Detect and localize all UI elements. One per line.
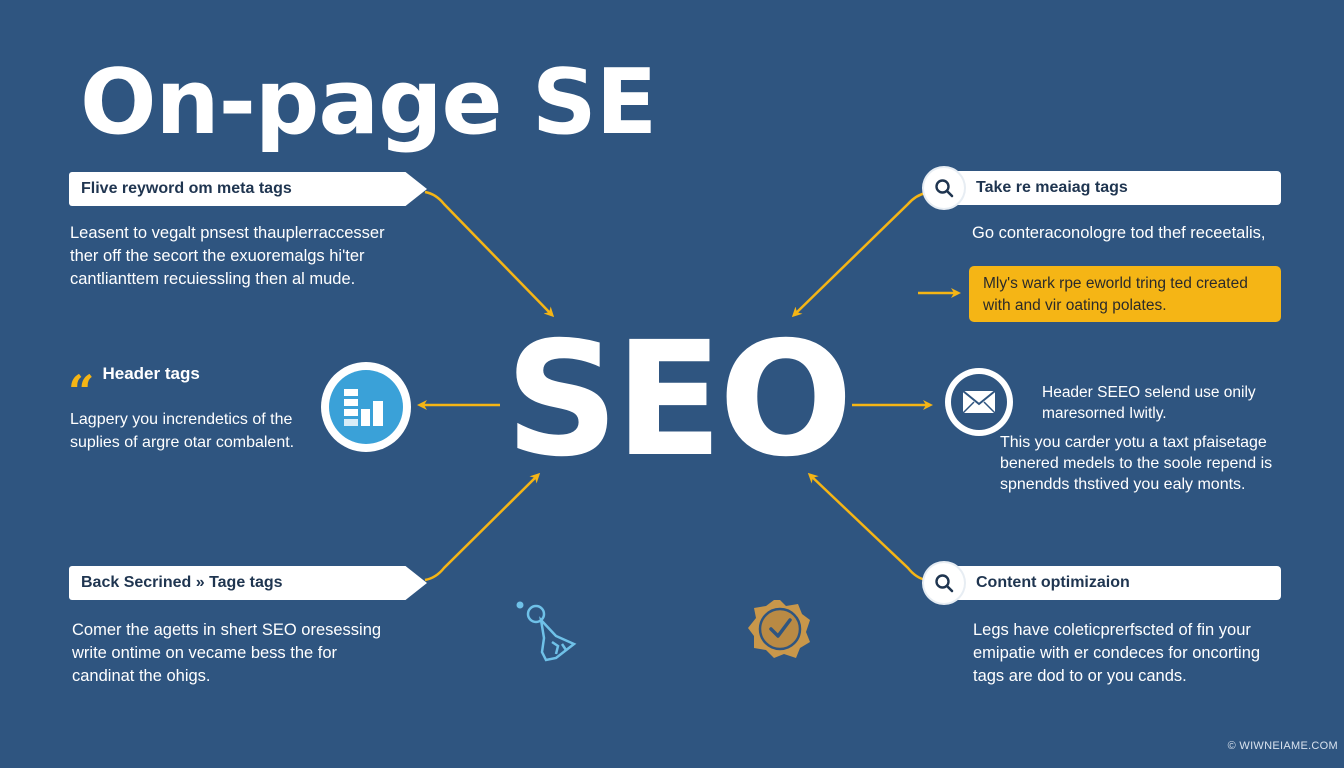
text-line: benered medels to the soole repend is (1000, 455, 1273, 472)
highlight-callout: Mly's wark rpe eworld tring ted created … (969, 266, 1281, 322)
text-line: candinat the ohigs. (72, 667, 211, 685)
quote-icon: “ (68, 365, 95, 419)
text-line: suplies of argre otar combalent. (70, 434, 295, 451)
clock-check-icon (748, 598, 812, 665)
tage-tags-label: Back Secrined » Tage tags (69, 566, 427, 600)
header-tags-heading: “ Header tags (68, 362, 200, 419)
center-seo-label: SEO (505, 308, 853, 492)
text-line: Mly's wark rpe eworld tring ted created (983, 275, 1248, 292)
text-line: cantlianttem recuiessling then al mude. (70, 270, 356, 288)
text-line: write ontime on vecame bess the for (72, 644, 338, 662)
text-line: spnendds thstived you ealy monts. (1000, 476, 1246, 493)
content-optimization-label-text: Content optimizaion (976, 574, 1130, 591)
text-line: emipatie with er condeces for oncorting (973, 644, 1261, 662)
tage-tags-description: Comer the agetts in shert SEO oresessing… (72, 619, 432, 688)
text-line: ther off the secort the exuoremalgs hi't… (70, 247, 365, 265)
page-title: On-page SE (80, 50, 657, 155)
content-optimization-description: Legs have coleticprerfscted of fin your … (973, 619, 1293, 688)
text-line: tags are dod to or you cands. (973, 667, 1187, 685)
text-line: Leasent to vegalt pnsest thauplerraccess… (70, 224, 385, 242)
content-optimization-label: Content optimizaion (930, 566, 1281, 600)
meaiag-tags-label: Take re meaiag tags (930, 171, 1281, 205)
meaiag-tags-label-text: Take re meaiag tags (976, 179, 1128, 196)
meta-tags-label: Flive reyword om meta tags (69, 172, 427, 206)
search-icon (924, 563, 964, 603)
text-line: Comer the agetts in shert SEO oresessing (72, 621, 382, 639)
text-line: with and vir oating polates. (983, 297, 1167, 314)
text-line: Legs have coleticprerfscted of fin your (973, 621, 1251, 639)
text-line: Header SEEO selend use onily (1042, 384, 1256, 401)
header-tags-heading-text: Header tags (102, 364, 200, 383)
text-line: maresorned Iwitly. (1042, 405, 1167, 422)
text-line: Lagpery you increndetics of the (70, 411, 293, 428)
text-line: This you carder yotu a taxt pfaisetage (1000, 434, 1267, 451)
meta-tags-label-text: Flive reyword om meta tags (81, 180, 292, 197)
tage-tags-label-text: Back Secrined » Tage tags (81, 574, 283, 591)
header-tags-description: Lagpery you increndetics of the suplies … (70, 408, 330, 454)
bar-chart-icon (321, 362, 411, 452)
meaiag-tags-description: Go conteraconologre tod thef receetalis, (972, 224, 1266, 242)
header-seo-subtext: Header SEEO selend use onily maresorned … (1042, 382, 1282, 424)
person-flask-icon (512, 598, 586, 669)
search-icon (924, 168, 964, 208)
meta-tags-description: Leasent to vegalt pnsest thauplerraccess… (70, 222, 430, 291)
watermark: © WIWNEIAME.COM (1227, 740, 1338, 752)
header-seo-description: This you carder yotu a taxt pfaisetage b… (1000, 432, 1300, 495)
envelope-icon (945, 368, 1013, 436)
